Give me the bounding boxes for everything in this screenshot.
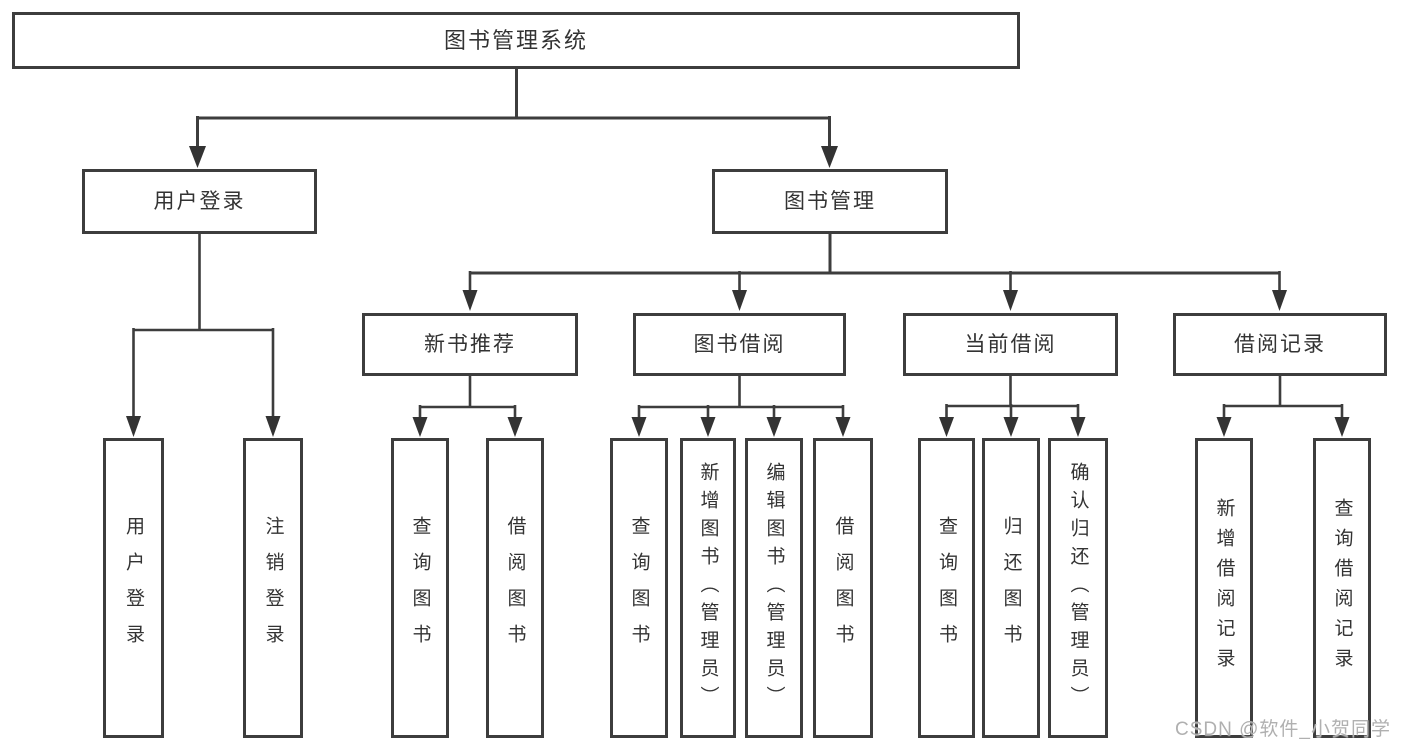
connector-to-borrow-records	[1272, 271, 1287, 311]
leaf-newbook-borrow: 借阅图书	[486, 438, 544, 738]
leaf-borrow-borrow: 借阅图书	[813, 438, 873, 738]
node-user-login: 用户登录	[82, 169, 317, 234]
connector-book-borrow-stem	[639, 375, 843, 409]
connector-to-new-book-recommend	[462, 271, 478, 311]
node-borrow-records: 借阅记录	[1173, 313, 1387, 376]
leaf-logout: 注销登录	[243, 438, 303, 738]
connector-borrow-records-stem	[1224, 375, 1342, 408]
connector-to-leaf-newbook-borrow	[507, 405, 523, 437]
connector-root-to-user-login	[189, 116, 206, 168]
connector-to-leaf-borrow-borrow	[835, 405, 851, 437]
connector-user-login-stem	[133, 233, 273, 332]
connector-to-leaf-records-add	[1216, 404, 1232, 437]
connector-root-to-book-management	[821, 116, 838, 168]
connector-new-book-recommend-stem	[420, 375, 515, 409]
node-root: 图书管理系统	[12, 12, 1020, 69]
connector-to-leaf-current-query	[939, 404, 954, 437]
connector-to-leaf-borrow-query	[631, 405, 647, 437]
leaf-current-return: 归还图书	[982, 438, 1040, 738]
node-new-book-recommend: 新书推荐	[362, 313, 578, 376]
leaf-borrow-query: 查询图书	[610, 438, 668, 738]
connector-to-leaf-user-login	[126, 328, 141, 437]
connector-to-leaf-records-query	[1334, 404, 1350, 437]
node-book-management: 图书管理	[712, 169, 948, 234]
connector-current-borrow-stem	[946, 375, 1078, 408]
node-current-borrow: 当前借阅	[903, 313, 1118, 376]
leaf-borrow-add-admin: 新增图书（管理员）	[680, 438, 736, 738]
csdn-watermark: CSDN @软件_小贺同学	[1175, 719, 1391, 740]
connector-to-current-borrow	[1003, 271, 1018, 311]
connector-to-book-borrow	[732, 271, 747, 311]
leaf-borrow-edit-admin: 编辑图书（管理员）	[745, 438, 803, 738]
connector-to-leaf-current-return	[1003, 404, 1019, 437]
leaf-newbook-query: 查询图书	[391, 438, 449, 738]
connector-to-leaf-newbook-query	[412, 405, 428, 437]
leaf-records-query: 查询借阅记录	[1313, 438, 1371, 738]
connector-root-stem	[197, 68, 830, 120]
leaf-records-add: 新增借阅记录	[1195, 438, 1253, 738]
leaf-current-confirm-admin: 确认归还（管理员）	[1048, 438, 1108, 738]
connector-to-leaf-borrow-edit	[766, 405, 782, 437]
connector-to-leaf-logout	[265, 328, 281, 437]
connector-book-management-stem	[469, 233, 1280, 275]
leaf-current-query: 查询图书	[918, 438, 975, 738]
leaf-user-login: 用户登录	[103, 438, 164, 738]
connector-to-leaf-current-confirm	[1070, 404, 1086, 437]
node-book-borrow: 图书借阅	[633, 313, 846, 376]
connector-to-leaf-borrow-add	[700, 405, 716, 437]
